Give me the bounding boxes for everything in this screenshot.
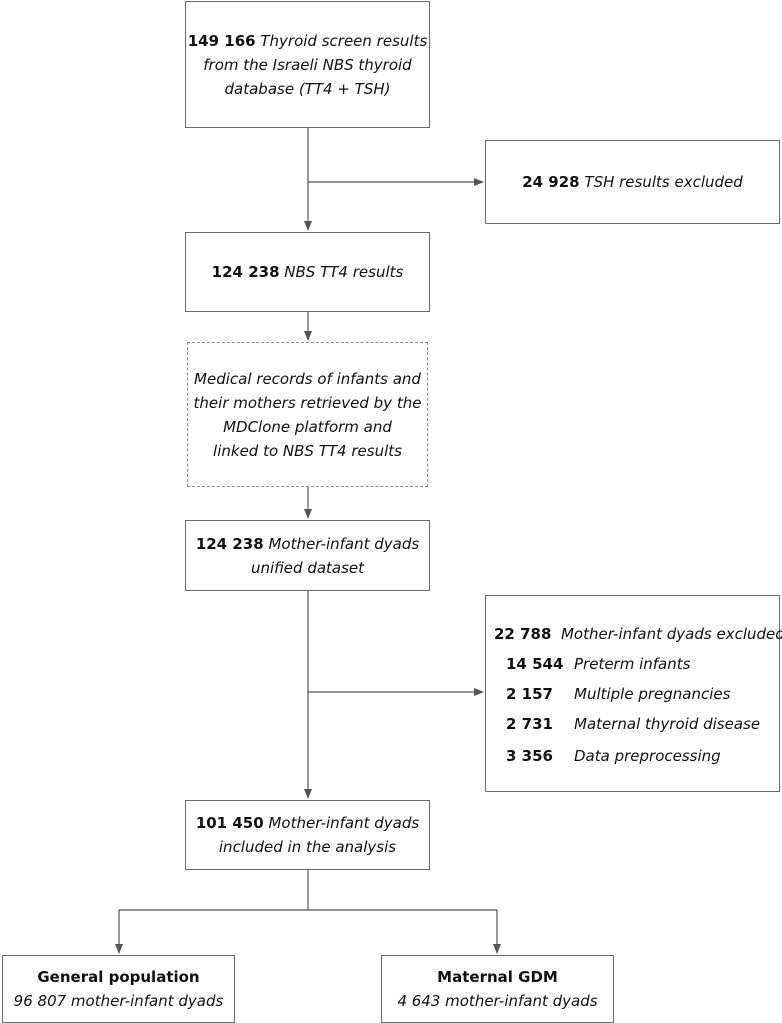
excluded-item: 3 356 Data preprocessing	[506, 744, 721, 768]
excluded-item: 2 731 Maternal thyroid disease	[506, 712, 760, 736]
unified-dataset-line1: Mother-infant dyads	[268, 534, 420, 553]
screen-results-line3: database (TT4 + TSH)	[224, 79, 391, 98]
excluded-item-label: Data preprocessing	[574, 747, 721, 765]
maternal-gdm-text: 4 643 mother-infant dyads	[397, 992, 598, 1010]
unified-dataset-line2: unified dataset	[250, 558, 365, 577]
excluded-total-count: 22 788	[494, 625, 552, 643]
excluded-item-count: 2 157	[506, 685, 553, 703]
tt4-results-text: NBS TT4 results	[284, 263, 404, 281]
screen-results-line2: from the Israeli NBS thyroid	[203, 55, 412, 74]
included-analysis-box: 101 450 Mother-infant dyads included in …	[185, 800, 430, 870]
records-line2: their mothers retrieved by the	[193, 393, 422, 412]
excluded-item: 2 157 Multiple pregnancies	[506, 682, 730, 706]
maternal-gdm-box: Maternal GDM 4 643 mother-infant dyads	[381, 955, 614, 1023]
excluded-item-count: 3 356	[506, 747, 553, 765]
excluded-item-count: 14 544	[506, 655, 564, 673]
medical-records-box: Medical records of infants and their mot…	[187, 342, 428, 487]
unified-dataset-count: 124 238	[195, 534, 264, 553]
excluded-item-label: Preterm infants	[574, 655, 691, 673]
unified-dataset-box: 124 238 Mother-infant dyads unified data…	[185, 520, 430, 591]
tt4-results-box: 124 238 NBS TT4 results	[185, 232, 430, 312]
records-line1: Medical records of infants and	[194, 369, 421, 388]
screen-results-box: 149 166 Thyroid screen results from the …	[185, 1, 430, 128]
general-population-text: 96 807 mother-infant dyads	[13, 992, 224, 1010]
tsh-excluded-box: 24 928 TSH results excluded	[485, 140, 780, 224]
records-line3: MDClone platform and	[223, 417, 392, 436]
tt4-results-count: 124 238	[211, 263, 280, 281]
included-count: 101 450	[195, 814, 264, 832]
general-population-title: General population	[37, 968, 200, 986]
excluded-item-count: 2 731	[506, 715, 553, 733]
general-population-box: General population 96 807 mother-infant …	[2, 955, 235, 1023]
excluded-header-text: Mother-infant dyads excluded:	[560, 625, 782, 643]
excluded-item-label: Multiple pregnancies	[574, 685, 731, 703]
screen-results-count: 149 166	[187, 31, 256, 50]
excluded-header: 22 788 Mother-infant dyads excluded:	[494, 622, 782, 646]
included-line2: included in the analysis	[218, 838, 397, 856]
tsh-excluded-text: TSH results excluded	[584, 173, 743, 191]
tsh-excluded-count: 24 928	[522, 173, 580, 191]
excluded-item-label: Maternal thyroid disease	[574, 715, 761, 733]
dyads-excluded-box: 22 788 Mother-infant dyads excluded: 14 …	[485, 595, 782, 792]
excluded-item: 14 544 Preterm infants	[506, 652, 690, 676]
records-line4: linked to NBS TT4 results	[213, 441, 402, 460]
maternal-gdm-title: Maternal GDM	[437, 968, 558, 986]
screen-results-line1: Thyroid screen results	[260, 31, 428, 50]
included-line1: Mother-infant dyads	[268, 814, 420, 832]
